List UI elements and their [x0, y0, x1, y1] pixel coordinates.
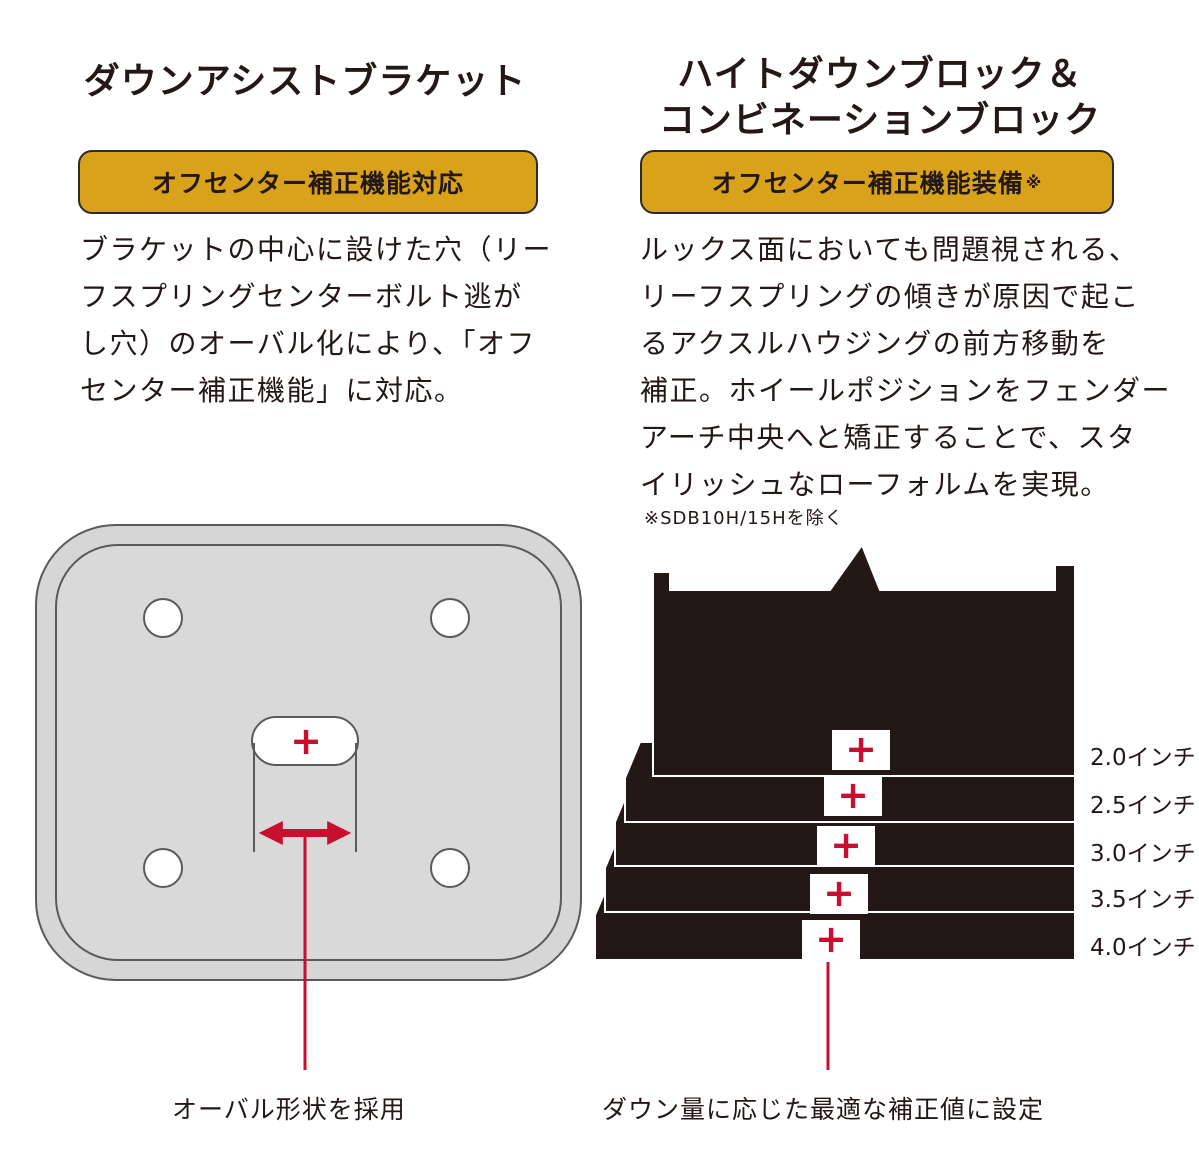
- right-description-line: 補正。ホイールポジションをフェンダー: [640, 374, 1172, 407]
- left-title: ダウンアシストブラケット: [83, 61, 527, 102]
- center-plus: +: [815, 917, 847, 961]
- mount-hole: [143, 598, 183, 638]
- block-label-3-5: 3.5インチ: [1090, 887, 1196, 913]
- right-title-line: コンビネーションブロック: [658, 100, 1102, 141]
- right-description-line: るアクスルハウジングの前方移動を: [640, 327, 1110, 360]
- right-description: ルックス面においても問題視される、 リーフスプリングの傾きが原因で起こ るアクス…: [640, 226, 1171, 508]
- block-label-2-0: 2.0インチ: [1090, 745, 1196, 771]
- block-label-4-0: 4.0インチ: [1090, 935, 1196, 961]
- left-badge-label: オフセンター補正機能対応: [151, 169, 464, 198]
- right-description-line: ルックス面においても問題視される、: [640, 233, 1139, 266]
- center-mark-4-0: +: [802, 917, 860, 962]
- center-mark-2-0: +: [832, 727, 890, 771]
- center-plus: +: [823, 871, 855, 915]
- asterisk-mark: ※: [1025, 172, 1043, 192]
- center-plus: +: [837, 773, 869, 817]
- block-2-0: [652, 542, 1076, 777]
- oval-hole: [251, 716, 359, 766]
- left-description-line: ブラケットの中心に設けた穴（リー: [80, 233, 553, 266]
- center-mark-3-0: +: [817, 823, 875, 867]
- mount-hole: [430, 598, 470, 638]
- center-mark-2-5: +: [824, 773, 882, 817]
- right-feature-badge: オフセンター補正機能装備 ※: [640, 150, 1114, 214]
- left-description-line: センター補正機能」に対応。: [80, 374, 464, 407]
- left-description: ブラケットの中心に設けた穴（リー フスプリングセンターボルト逃が し穴）のオーバ…: [80, 226, 552, 414]
- right-badge-label: オフセンター補正機能装備: [711, 169, 1024, 198]
- right-title: ハイトダウンブロック＆ コンビネーションブロック: [620, 52, 1140, 144]
- center-mark-3-5: +: [810, 871, 868, 915]
- right-description-line: イリッシュなローフォルムを実現。: [640, 468, 1110, 501]
- mount-hole: [430, 848, 470, 888]
- block-label-2-5: 2.5インチ: [1090, 793, 1196, 819]
- center-plus: +: [845, 727, 877, 771]
- right-caption: ダウン量に応じた最適な補正値に設定: [602, 1095, 1045, 1124]
- block-label-3-0: 3.0インチ: [1090, 841, 1196, 867]
- exclusion-note: ※SDB10H/15Hを除く: [644, 508, 844, 529]
- right-description-line: アーチ中央へと矯正することで、スタ: [640, 421, 1137, 454]
- right-description-line: リーフスプリングの傾きが原因で起こ: [640, 280, 1140, 313]
- left-caption: オーバル形状を採用: [172, 1095, 406, 1124]
- mount-hole: [143, 848, 183, 888]
- oval-center-plus: +: [290, 719, 322, 763]
- right-title-line: ハイトダウンブロック＆: [677, 54, 1083, 95]
- left-description-line: し穴）のオーバル化により、「オフ: [80, 327, 537, 360]
- center-plus: +: [830, 823, 862, 867]
- left-feature-badge: オフセンター補正機能対応: [78, 150, 538, 214]
- left-description-line: フスプリングセンターボルト逃が: [80, 280, 523, 313]
